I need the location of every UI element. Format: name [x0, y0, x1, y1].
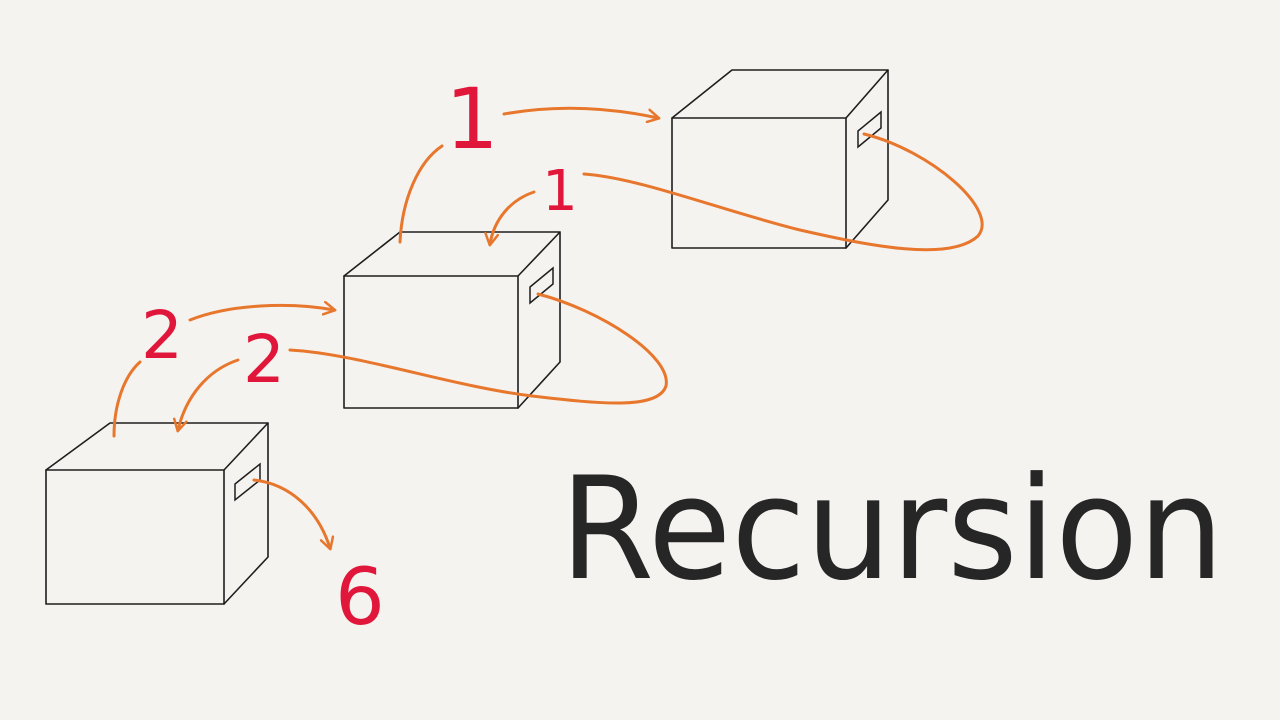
return-arrow-1-head	[484, 190, 536, 247]
page-title: Recursion	[560, 447, 1224, 612]
return-label-1: 1	[542, 159, 578, 224]
return-label-2: 2	[243, 321, 285, 398]
box-bottom-handle	[234, 462, 261, 502]
return-arrow-2	[288, 292, 668, 405]
call-arrow-2-head	[188, 300, 337, 322]
return-arrow-1	[582, 132, 984, 252]
call-label-1: 1	[445, 70, 498, 168]
return-arrow-2-head	[172, 358, 240, 433]
call-arrow-1-head	[502, 106, 661, 124]
call-arrow-1	[398, 144, 444, 244]
box-middle-handle	[529, 266, 554, 305]
call-label-2: 2	[141, 297, 183, 374]
result-arrow	[252, 478, 335, 551]
result-label: 6	[335, 553, 385, 643]
call-arrow-2	[112, 360, 142, 438]
box-bottom	[45, 422, 269, 605]
box-top-handle	[857, 110, 882, 149]
box-middle	[343, 231, 561, 409]
box-top	[671, 69, 889, 249]
